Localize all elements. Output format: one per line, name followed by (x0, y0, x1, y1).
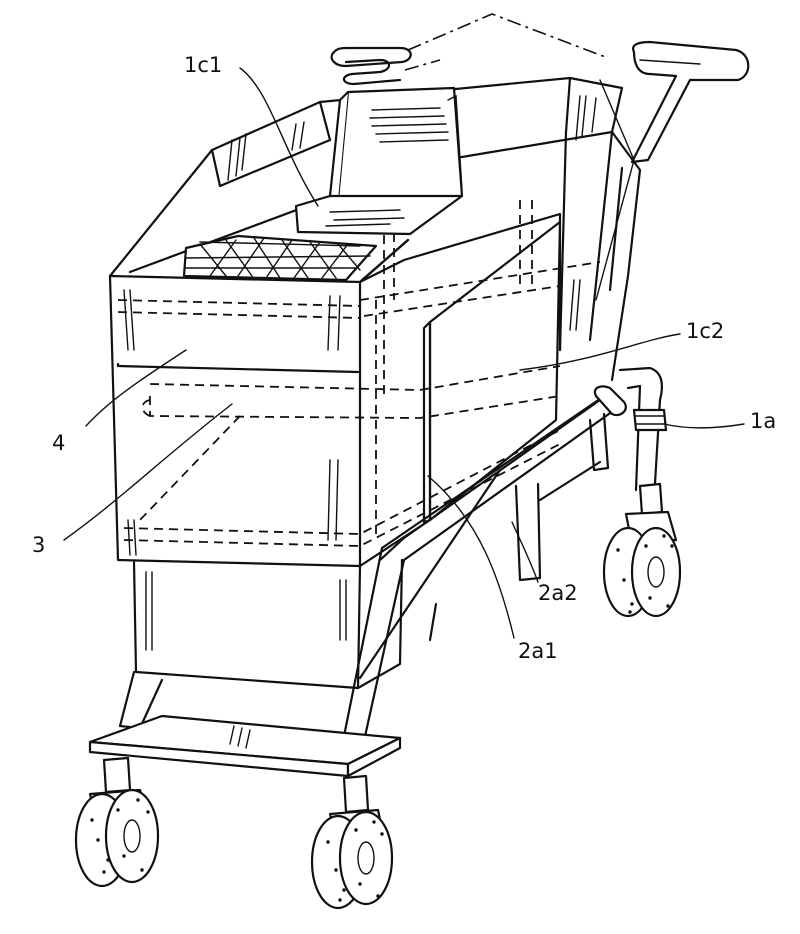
handle-grip-left (330, 46, 412, 86)
clamp-1a (632, 408, 668, 432)
handle-grip-right (630, 40, 750, 164)
label-2a1: 2a1 (518, 639, 558, 663)
wheel-front-right (310, 774, 394, 910)
label-1a: 1a (750, 409, 776, 433)
wheel-front-left (74, 756, 160, 888)
foot-plate (88, 714, 402, 778)
label-4: 4 (52, 431, 65, 455)
front-box (108, 238, 561, 568)
reference-labels: 1c1 1c2 1a 4 3 2a2 2a1 (32, 53, 776, 663)
label-1c1: 1c1 (184, 53, 222, 77)
wheel-rear-right (602, 482, 682, 618)
child-seat-1c1 (294, 86, 464, 236)
label-3: 3 (32, 533, 45, 557)
frame-chassis (118, 79, 663, 752)
mesh-grid-top (182, 234, 378, 282)
label-1c2: 1c2 (686, 319, 724, 343)
leader-lines (63, 67, 745, 639)
lower-box (132, 558, 404, 690)
label-2a2: 2a2 (538, 581, 578, 605)
phantom-handle-outline (404, 13, 609, 71)
